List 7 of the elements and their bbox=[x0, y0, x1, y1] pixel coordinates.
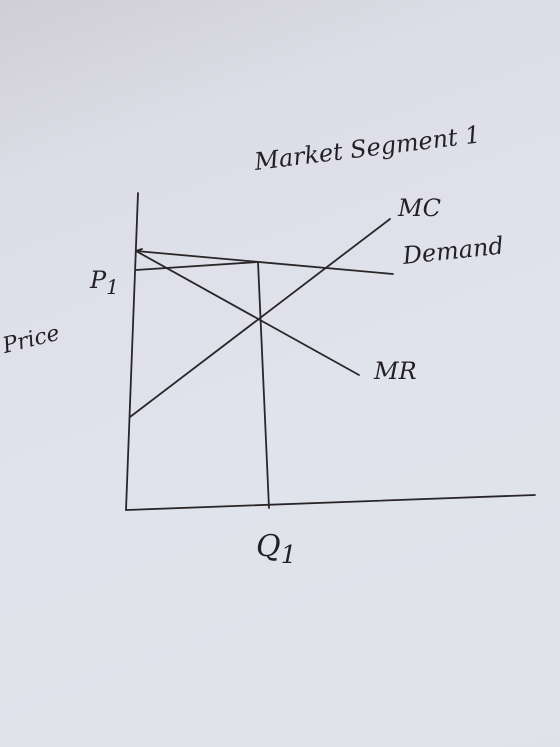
quantity-level-label: Q$_{1}$ bbox=[256, 532, 297, 567]
curve-label: MR bbox=[374, 359, 417, 383]
curve-label: Demand bbox=[402, 234, 505, 268]
axis-title: Price bbox=[0, 322, 62, 358]
price-level-label: P$_{1}$ bbox=[90, 268, 119, 297]
curve-label: MC bbox=[398, 196, 441, 220]
chart-title: Market Segment 1 bbox=[253, 122, 482, 174]
